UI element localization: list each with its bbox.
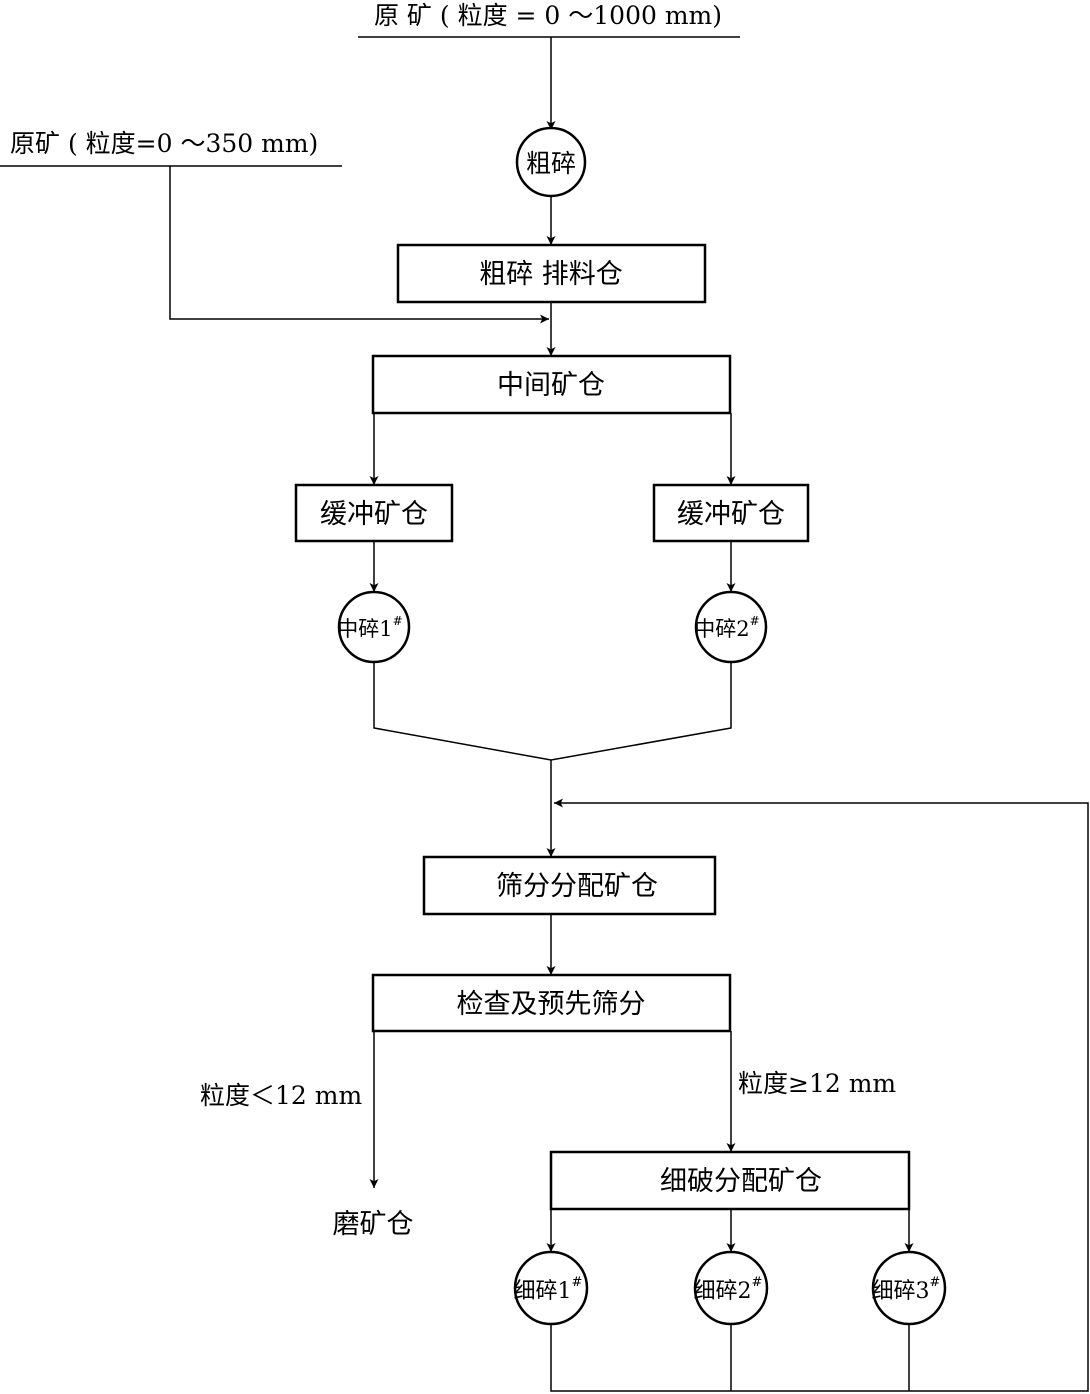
svg-text:细破分配矿仓: 细破分配矿仓 [660, 1166, 822, 1197]
node-buffer-bin-left: 缓冲矿仓 [294, 483, 454, 543]
edge-label-coarse-fraction: 粒度≥12 mm [738, 1069, 896, 1098]
input-ore-main: 原 矿 ( 粒度 = 0 ～1000 mm) [374, 1, 722, 30]
node-grinding-bin: 磨矿仓 [333, 1209, 414, 1240]
flow-medium-merge [373, 663, 732, 761]
flow-fine-return-loop [550, 798, 1089, 1392]
svg-text:细碎3#: 细碎3# [872, 1275, 941, 1304]
edge-label-fine-fraction: 粒度＜12 mm [200, 1081, 362, 1110]
node-buffer-bin-right: 缓冲矿仓 [652, 483, 810, 543]
svg-text:中间矿仓: 中间矿仓 [497, 370, 605, 401]
svg-text:缓冲矿仓: 缓冲矿仓 [320, 499, 428, 530]
svg-text:粗碎 排料仓: 粗碎 排料仓 [479, 259, 623, 290]
node-fine-crusher-2: 细碎2# [694, 1250, 769, 1326]
node-inspection-screening: 检查及预先筛分 [371, 973, 732, 1033]
connectors [169, 37, 1089, 1392]
svg-text:细碎1#: 细碎1# [514, 1275, 583, 1304]
node-intermediate-bin: 中间矿仓 [371, 354, 732, 415]
node-medium-crusher-2: 中碎2# [694, 590, 768, 664]
node-fine-crusher-3: 细碎3# [872, 1250, 947, 1326]
svg-text:细碎2#: 细碎2# [694, 1275, 763, 1304]
node-coarse-discharge-bin: 粗碎 排料仓 [396, 243, 707, 304]
svg-text:粗碎: 粗碎 [526, 149, 576, 178]
svg-text:中碎1#: 中碎1# [337, 614, 402, 641]
node-fine-crusher-1: 细碎1# [514, 1250, 589, 1326]
node-fine-distribution-bin: 细破分配矿仓 [549, 1150, 911, 1211]
node-coarse-crusher: 粗碎 [515, 126, 587, 198]
svg-text:检查及预先筛分: 检查及预先筛分 [457, 989, 646, 1020]
svg-text:筛分分配矿仓: 筛分分配矿仓 [496, 871, 658, 902]
svg-text:中碎2#: 中碎2# [694, 614, 759, 641]
node-screening-distribution-bin: 筛分分配矿仓 [422, 855, 717, 916]
input-ore-side: 原矿 ( 粒度=0 ～350 mm) [10, 129, 318, 158]
svg-text:缓冲矿仓: 缓冲矿仓 [677, 499, 785, 530]
node-medium-crusher-1: 中碎1# [337, 590, 411, 664]
flow-side-ore [169, 166, 549, 324]
